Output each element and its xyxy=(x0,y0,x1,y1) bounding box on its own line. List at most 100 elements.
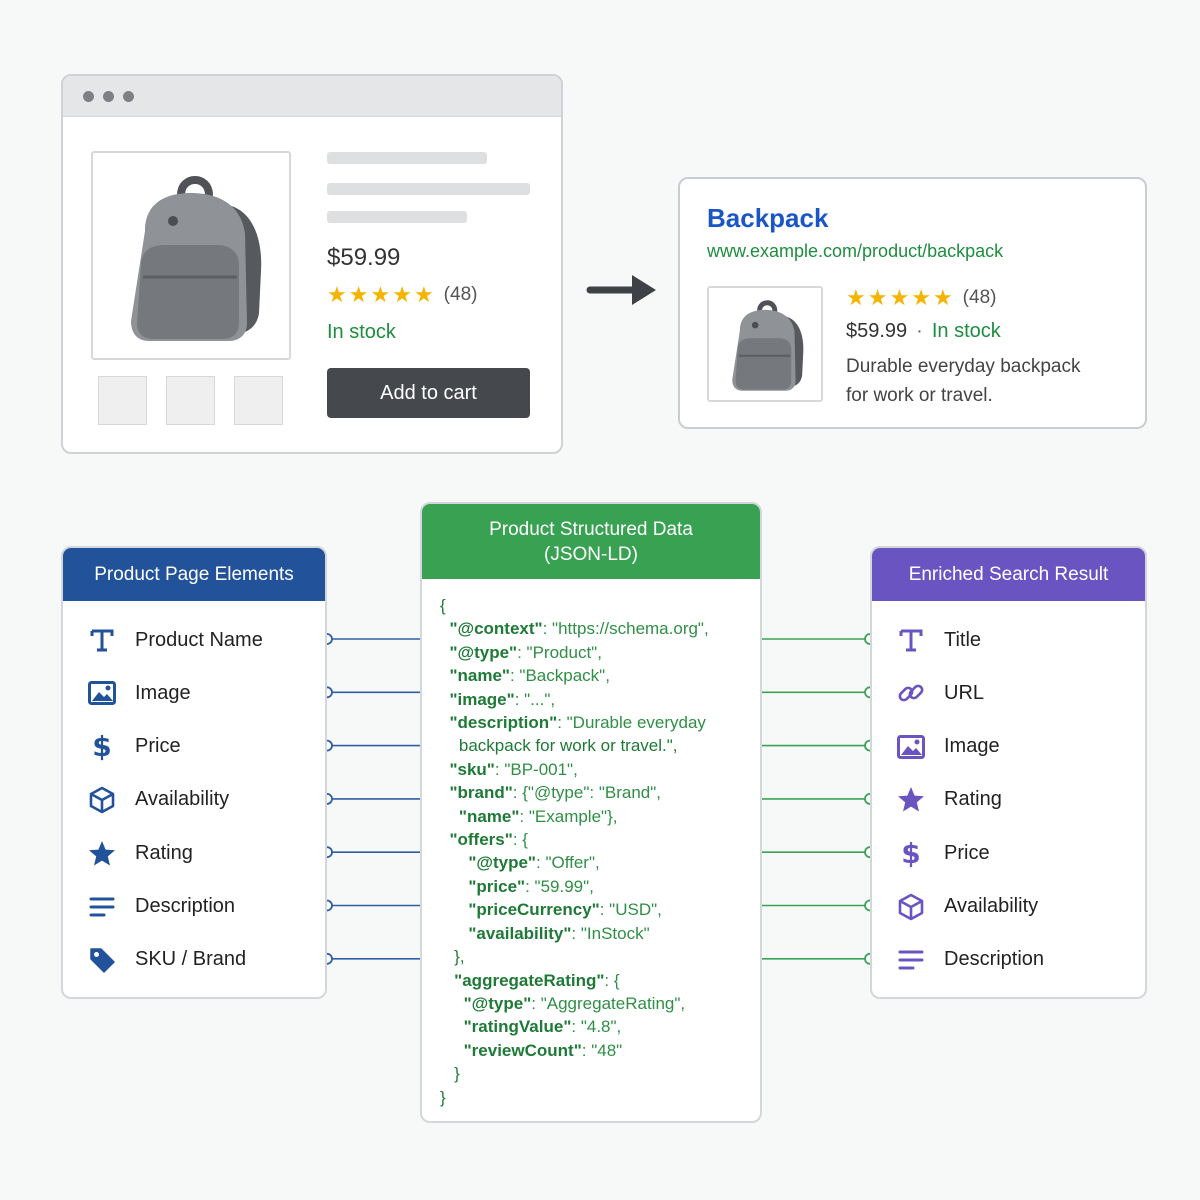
add-to-cart-button[interactable]: Add to cart xyxy=(327,368,530,418)
code-key: "price" xyxy=(440,876,526,896)
code-key: "@context" xyxy=(440,619,543,639)
code-value: : "4.8", xyxy=(571,1017,622,1037)
star-icon: ★ xyxy=(348,282,369,307)
search-result-price-line: $59.99·In stock xyxy=(846,320,1001,343)
code-value: : {"@type": "Brand", xyxy=(512,783,661,803)
json-ld-panel: Product Structured Data (JSON-LD) { "@co… xyxy=(420,502,762,1123)
code-key: "name" xyxy=(440,666,510,686)
code-key: "ratingValue" xyxy=(440,1017,572,1037)
search-result-element-item-label: Rating xyxy=(944,788,1002,811)
product-page-element-item-label: Description xyxy=(135,895,236,917)
code-line: "@type": "Offer", xyxy=(440,851,709,874)
code-line: "name": "Backpack", xyxy=(440,664,709,687)
search-result-element-item-label: Price xyxy=(944,841,990,864)
code-value: : "Durable everyday xyxy=(557,713,706,733)
placeholder-line xyxy=(327,183,530,195)
search-result-title[interactable]: Backpack xyxy=(707,203,829,233)
panel-title: Product Page Elements xyxy=(63,548,325,601)
image-icon xyxy=(87,678,117,708)
panel-title-line: Product Structured Data xyxy=(489,518,693,540)
placeholder-line xyxy=(327,211,467,223)
thumbnail[interactable] xyxy=(166,376,215,425)
availability-status: In stock xyxy=(327,321,396,343)
code-value: } xyxy=(440,1064,460,1084)
code-line: "name": "Example"}, xyxy=(440,805,709,828)
search-result-element-item: Image xyxy=(896,732,1000,762)
code-line: "availability": "InStock" xyxy=(440,922,709,945)
code-line: } xyxy=(440,1062,709,1085)
code-line: "price": "59.99", xyxy=(440,875,709,898)
star-icon: ★ xyxy=(867,285,888,310)
code-value: : { xyxy=(604,970,620,990)
lines-icon xyxy=(896,945,926,975)
product-page-mockup: $59.99 ★ ★ ★ ★ ★ (48) In stock Add to ca… xyxy=(61,74,563,454)
code-key: "priceCurrency" xyxy=(440,900,600,920)
text-icon xyxy=(87,625,117,655)
search-result-element-item-label: Description xyxy=(944,948,1045,971)
code-key: "aggregateRating" xyxy=(440,970,605,990)
product-page-element-item: Availability xyxy=(87,785,229,815)
search-result-card: Backpack www.example.com/product/backpac… xyxy=(678,177,1147,429)
box-icon xyxy=(87,785,117,815)
right-connectors xyxy=(762,633,876,965)
code-line: "offers": { xyxy=(440,828,709,851)
product-page-element-item-label: Availability xyxy=(135,788,230,811)
code-value: : "BP-001", xyxy=(494,759,578,779)
star-icon xyxy=(87,838,117,868)
code-line: "description": "Durable everyday xyxy=(440,711,709,734)
code-key: "@type" xyxy=(440,993,532,1013)
code-key: "brand" xyxy=(440,783,513,803)
search-result-element-item-label: Availability xyxy=(944,895,1039,917)
code-value: } xyxy=(440,1087,446,1107)
code-value: : "Example"}, xyxy=(519,806,618,826)
search-result-element-item-label: Image xyxy=(944,735,1000,758)
product-image xyxy=(91,151,291,360)
search-result-price: $59.99 xyxy=(846,320,908,342)
code-key: "offers" xyxy=(440,830,513,850)
star-icon: ★ xyxy=(889,285,910,310)
product-page-element-item: Description xyxy=(87,892,235,922)
star-icon: ★ xyxy=(327,282,347,307)
star-icon: ★ xyxy=(370,282,391,307)
code-value: : "https://schema.org", xyxy=(542,619,709,639)
code-value: : "59.99", xyxy=(525,876,594,896)
star-icon xyxy=(896,785,926,815)
search-result-url[interactable]: www.example.com/product/backpack xyxy=(707,241,1004,261)
box-icon xyxy=(896,892,926,922)
code-line: "image": "...", xyxy=(440,688,709,711)
product-page-element-item: Rating xyxy=(87,838,193,868)
window-dot xyxy=(123,90,134,102)
search-result-availability: In stock xyxy=(931,320,1001,342)
thumbnail[interactable] xyxy=(98,376,147,425)
product-page-element-item-label: Product Name xyxy=(135,628,263,651)
left-connectors xyxy=(321,633,420,965)
window-dot xyxy=(103,90,114,102)
product-price: $59.99 xyxy=(327,244,401,271)
star-icon: ★ xyxy=(846,285,866,310)
thumbnail[interactable] xyxy=(234,376,283,425)
code-value: : "...", xyxy=(514,689,556,709)
code-line: "priceCurrency": "USD", xyxy=(440,898,709,921)
json-ld-code: { "@context": "https://schema.org", "@ty… xyxy=(440,594,709,1109)
code-line: "@type": "AggregateRating", xyxy=(440,992,709,1015)
search-result-element-item: URL xyxy=(896,678,984,708)
search-result-rating: ★ ★ ★ ★ ★ (48) xyxy=(846,287,996,309)
code-key: "image" xyxy=(440,689,515,709)
star-icon: ★ xyxy=(392,282,412,307)
star-icon: ★ xyxy=(932,285,953,310)
code-value: : "AggregateRating", xyxy=(531,993,686,1013)
code-line: "@context": "https://schema.org", xyxy=(440,617,709,640)
panel-title-line: (JSON-LD) xyxy=(544,543,638,565)
code-value: }, xyxy=(440,947,465,967)
code-line: "brand": {"@type": "Brand", xyxy=(440,781,709,804)
dollar-icon: $ xyxy=(901,836,921,870)
search-result-element-item-label: Title xyxy=(944,628,982,651)
arrow-right-icon xyxy=(586,275,656,305)
code-line: backpack for work or travel.", xyxy=(440,734,709,757)
panel-title: Product Structured Data (JSON-LD) xyxy=(422,504,760,579)
code-line: "sku": "BP-001", xyxy=(440,758,709,781)
code-value: { xyxy=(440,596,446,615)
code-value: : "48" xyxy=(581,1040,623,1060)
